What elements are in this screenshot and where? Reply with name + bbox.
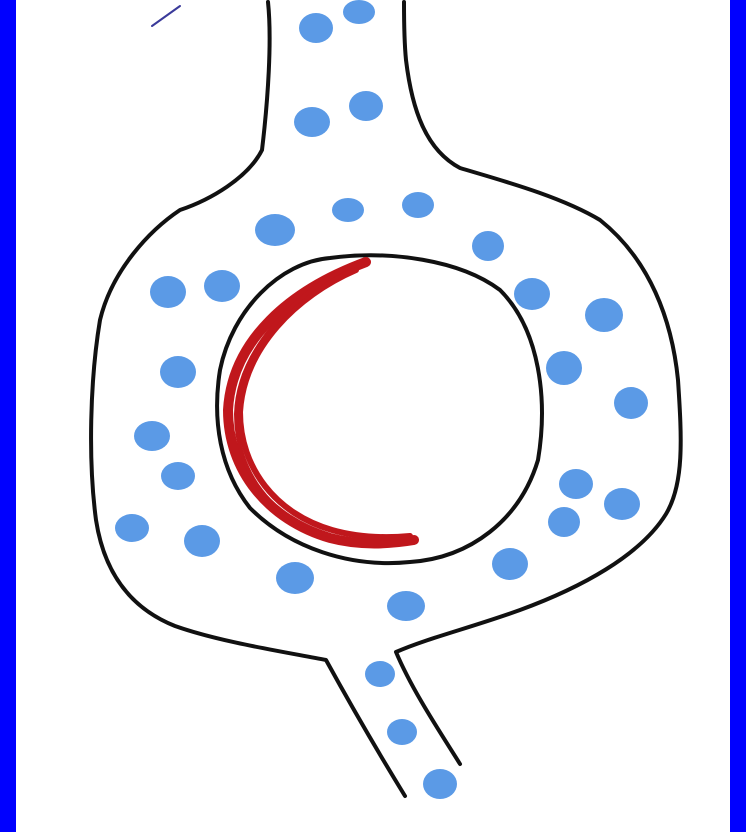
blue-dot: [546, 351, 582, 385]
red-crescent-mark: [228, 262, 414, 544]
blue-dot: [604, 488, 640, 520]
blue-dot: [299, 13, 333, 43]
blue-dot: [332, 198, 364, 222]
blue-dot: [150, 276, 186, 308]
blue-dot: [160, 356, 196, 388]
blue-dot: [134, 421, 170, 451]
blue-dot: [548, 507, 580, 537]
blue-dot: [492, 548, 528, 580]
blue-dot: [204, 270, 240, 302]
blue-dot: [387, 719, 417, 745]
blue-dot: [585, 298, 623, 332]
vesicle-dots: [115, 0, 648, 799]
blue-dot: [161, 462, 195, 490]
blue-dot: [614, 387, 648, 419]
blue-dot: [294, 107, 330, 137]
blue-dot: [387, 591, 425, 621]
nucleus-outline: [217, 255, 542, 563]
blue-dot: [559, 469, 593, 499]
blue-dot: [423, 769, 457, 799]
blue-dot: [514, 278, 550, 310]
blue-dot: [402, 192, 434, 218]
blue-dot: [472, 231, 504, 261]
blue-dot: [365, 661, 395, 687]
blue-dot: [349, 91, 383, 121]
blue-dot: [276, 562, 314, 594]
blue-dot: [115, 514, 149, 542]
blue-dot: [343, 0, 375, 24]
blue-dot: [184, 525, 220, 557]
blue-dot: [255, 214, 295, 246]
stray-pen-stroke: [152, 6, 180, 26]
